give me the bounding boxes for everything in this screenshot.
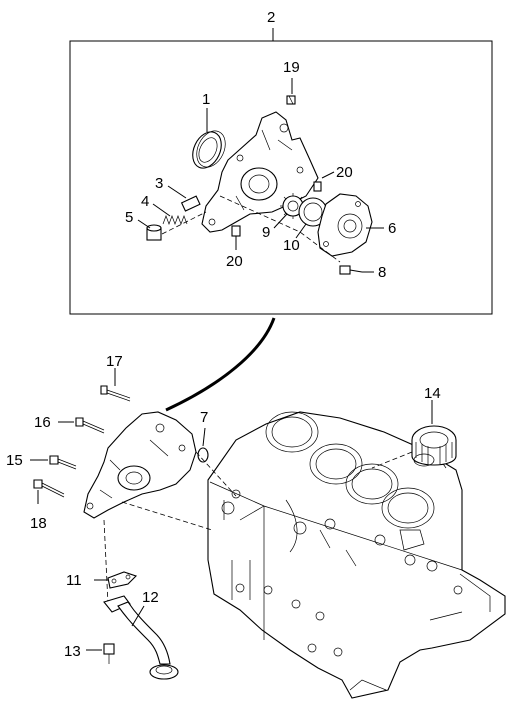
callout-1: 1 xyxy=(202,91,210,108)
pump-cover-part-6 xyxy=(317,193,373,257)
detail-connector-arrow xyxy=(165,317,276,412)
callout-18: 18 xyxy=(30,515,47,532)
callout-20-upper: 20 xyxy=(336,164,353,181)
outer-rotor-part-10 xyxy=(298,197,328,227)
oil-seal-part-1 xyxy=(192,130,226,169)
bolt-part-16 xyxy=(75,417,105,434)
spring-part-4 xyxy=(162,215,188,225)
detail-box xyxy=(69,28,493,315)
plug-part-5 xyxy=(146,224,162,241)
callout-2: 2 xyxy=(267,9,275,26)
callout-19: 19 xyxy=(283,59,300,76)
callout-7: 7 xyxy=(200,409,208,426)
engine-block xyxy=(207,411,506,699)
dowel-part-20-upper xyxy=(313,181,322,192)
o-ring-part-7 xyxy=(197,447,209,463)
oil-pump-mounted xyxy=(83,411,197,519)
callout-10: 10 xyxy=(283,237,300,254)
callout-6: 6 xyxy=(388,220,396,237)
gasket-part-11 xyxy=(107,571,138,589)
callout-13: 13 xyxy=(64,643,81,660)
callout-8: 8 xyxy=(378,264,386,281)
callout-11: 11 xyxy=(66,572,82,589)
callout-16: 16 xyxy=(34,414,51,431)
bolt-part-19 xyxy=(286,95,296,105)
screw-part-8 xyxy=(339,265,363,275)
callout-9: 9 xyxy=(262,224,270,241)
callout-3: 3 xyxy=(155,175,163,192)
callout-5: 5 xyxy=(125,209,133,226)
bolt-part-17 xyxy=(100,385,131,402)
callout-12: 12 xyxy=(142,589,159,606)
callout-20-lower: 20 xyxy=(226,253,243,270)
bolt-part-15 xyxy=(49,455,77,470)
callout-4: 4 xyxy=(141,193,149,210)
oil-filter-part-14 xyxy=(411,425,457,467)
inner-rotor-part-9 xyxy=(280,193,306,219)
bolt-part-18 xyxy=(33,479,65,498)
callout-14: 14 xyxy=(424,385,441,402)
bolt-part-13 xyxy=(103,643,115,664)
callout-15: 15 xyxy=(6,452,23,469)
dowel-part-20-lower xyxy=(231,225,241,237)
relief-plunger-part-3 xyxy=(180,195,201,212)
callout-17: 17 xyxy=(106,353,123,370)
oil-strainer-part-12 xyxy=(103,595,179,680)
